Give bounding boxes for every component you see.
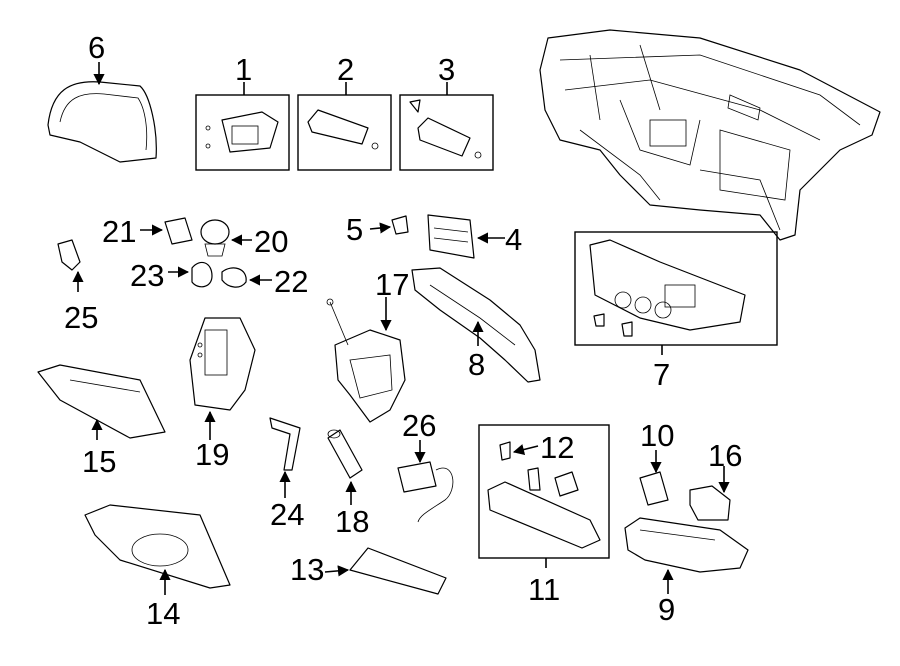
callout-5: 5	[346, 212, 363, 247]
part-22-knob	[221, 267, 272, 288]
callout-4: 4	[505, 222, 522, 257]
callout-8: 8	[468, 347, 485, 382]
part-7-box	[574, 231, 778, 355]
part-6-cluster-hood	[47, 62, 157, 163]
part-8-side-panel	[411, 267, 541, 383]
callout-2: 2	[337, 52, 354, 87]
callout-24: 24	[270, 497, 304, 532]
part-3-box	[399, 82, 494, 171]
callout-3: 3	[438, 52, 455, 87]
callout-9: 9	[658, 592, 675, 627]
part-2-box	[297, 82, 392, 171]
callout-19: 19	[195, 437, 229, 472]
callout-7: 7	[653, 357, 670, 392]
dashboard-assembly-drawing	[539, 29, 881, 241]
part-24-bracket	[269, 417, 301, 498]
callout-17: 17	[375, 267, 409, 302]
part-16-bracket	[689, 466, 731, 521]
callout-16: 16	[708, 438, 742, 473]
part-18-cylinder	[327, 429, 363, 505]
callout-23: 23	[130, 258, 164, 293]
callout-13: 13	[290, 552, 324, 587]
part-4-vent	[427, 214, 505, 259]
part-13-pad	[324, 547, 447, 595]
part-25-connector	[57, 239, 84, 292]
part-19-shift-panel	[189, 317, 256, 440]
part-14-tray	[84, 504, 231, 595]
callout-10: 10	[640, 418, 674, 453]
callout-6: 6	[88, 30, 105, 65]
part-10-clip	[639, 450, 669, 506]
callout-15: 15	[82, 444, 116, 479]
callout-labels: 6 1 2 3 5 4 21 20 23 22 25 17 8 7 15 19 …	[64, 30, 742, 631]
part-15-cover	[37, 364, 166, 440]
callout-12: 12	[540, 430, 574, 465]
callout-20: 20	[254, 224, 288, 259]
callout-18: 18	[335, 504, 369, 539]
part-21-switch	[140, 217, 193, 245]
callout-25: 25	[64, 300, 98, 335]
callout-14: 14	[146, 596, 180, 631]
callout-11: 11	[528, 572, 560, 607]
callout-1: 1	[235, 52, 252, 87]
part-23-knob	[168, 261, 213, 288]
part-9-glove-box	[624, 517, 749, 594]
part-5-clip	[369, 215, 409, 235]
part-1-box	[195, 82, 290, 171]
part-17-shifter	[326, 297, 406, 423]
callout-22: 22	[274, 264, 308, 299]
callout-21: 21	[102, 214, 136, 249]
part-11-box	[478, 424, 610, 568]
part-26-sensor	[397, 440, 454, 523]
part-20-knob	[200, 219, 252, 257]
callout-26: 26	[402, 408, 436, 443]
